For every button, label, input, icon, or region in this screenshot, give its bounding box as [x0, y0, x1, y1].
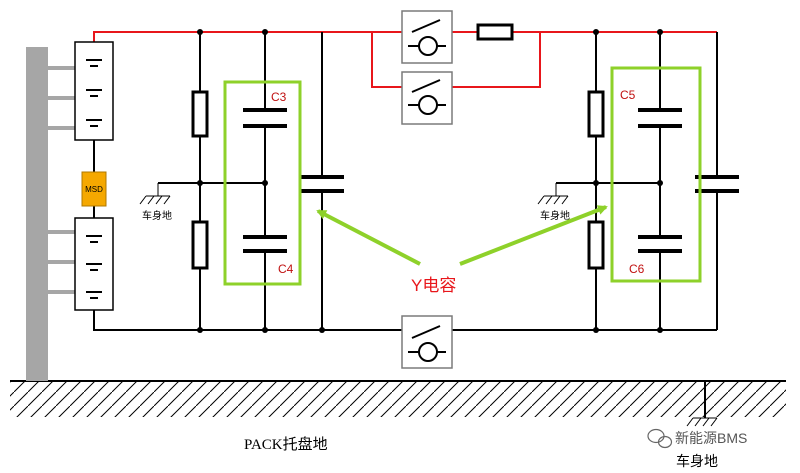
arrow-to-left-box: [316, 209, 421, 266]
capacitor-c3: [243, 108, 287, 128]
relay-main-positive: [372, 10, 453, 64]
precharge-resistor: [476, 23, 514, 41]
battery-module-lower: [74, 217, 114, 311]
label-body-ground-left: 车身地: [142, 209, 172, 222]
label-pack-tray-ground: PACK托盘地: [244, 435, 328, 453]
relay-precharge: [401, 71, 453, 125]
capacitor-x-right: [695, 175, 739, 193]
body-ground-symbol-bottom: [686, 417, 718, 427]
capacitor-c6: [638, 235, 682, 253]
msd-label: MSD: [85, 185, 103, 194]
chassis-bar: [26, 47, 75, 381]
resistor-right-bottom: [587, 220, 605, 270]
resistor-left-bottom: [191, 220, 209, 270]
resistor-right-top: [587, 90, 605, 138]
arrow-to-right-box: [459, 205, 608, 266]
junction-dots: [197, 29, 663, 333]
pack-tray-ground: [10, 376, 786, 417]
wechat-icon: [647, 428, 673, 449]
relay-main-negative: [401, 315, 453, 369]
y-capacitor-box-left: [223, 80, 302, 286]
body-ground-symbol-left: [139, 183, 171, 205]
resistor-left-top: [191, 90, 209, 138]
msd-fuse: MSD: [81, 171, 107, 207]
body-ground-symbol-right: [537, 183, 569, 205]
y-capacitor-box-right: [610, 66, 702, 283]
label-c5: C5: [620, 88, 636, 102]
capacitor-c4: [243, 235, 287, 253]
label-body-ground-right: 车身地: [540, 209, 570, 222]
watermark-text: 新能源BMS: [675, 430, 747, 446]
label-y-capacitor: Y电容: [411, 276, 456, 295]
label-body-ground-bottom: 车身地: [676, 453, 718, 469]
y-capacitor-arrows: [316, 205, 608, 266]
label-c3: C3: [271, 90, 287, 104]
label-c4: C4: [278, 262, 294, 276]
circuit-wires: [93, 32, 718, 418]
label-c6: C6: [629, 262, 645, 276]
ground-hatching: [10, 381, 786, 417]
capacitor-x-left: [300, 175, 344, 193]
watermark: 新能源BMS: [647, 428, 747, 449]
capacitor-c5: [638, 108, 682, 128]
battery-module-upper: [74, 41, 114, 141]
